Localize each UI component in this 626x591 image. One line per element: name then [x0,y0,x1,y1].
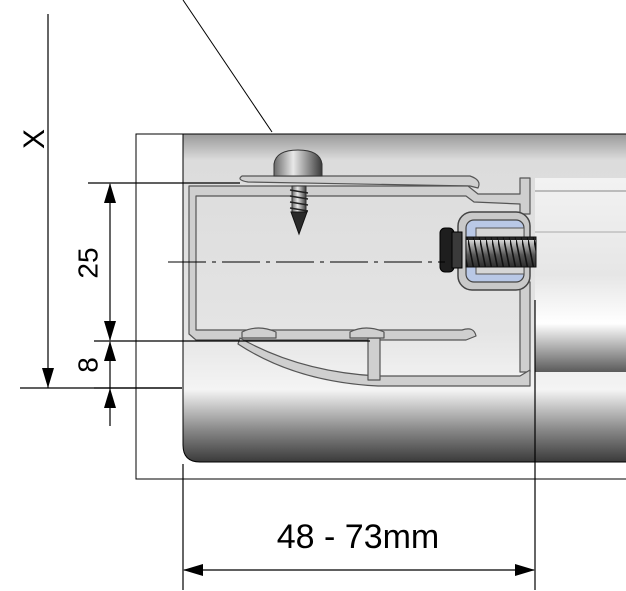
leader-line [182,0,273,133]
width-dimension-label: 48 - 73mm [277,518,440,556]
x-dimension-label: X [18,129,51,149]
height-dimension-label: 25 [72,247,103,278]
height-arrow-bottom [104,321,116,341]
aluminium-profile [188,175,531,387]
offset-dimension-label: 8 [72,357,103,373]
rail [535,178,626,372]
spring-bolt [439,227,537,273]
width-dimension [182,300,536,590]
offset-arrow-up [104,341,116,361]
width-arrow-left [183,564,203,576]
height-arrow-top [104,183,116,203]
screw [273,149,323,236]
width-arrow-right [515,564,535,576]
offset-arrow-down [104,388,116,408]
x-arrow-head [42,368,54,388]
height-dimension [88,182,370,342]
